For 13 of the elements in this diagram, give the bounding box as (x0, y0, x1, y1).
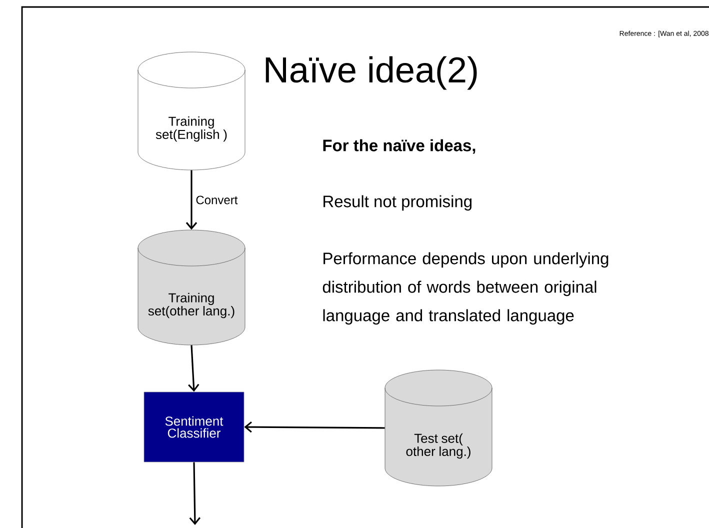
database-cylinder: Training set(other lang.) (138, 230, 246, 346)
bold-heading: For the naïve ideas, (323, 139, 476, 154)
arrow (188, 345, 200, 392)
arrow (244, 421, 385, 433)
body-text: Result not promising (324, 195, 472, 211)
process-box: Sentiment Classifier (144, 392, 244, 462)
edge-label: Convert (194, 194, 239, 206)
database-cylinder: Training set(English ) (138, 52, 246, 170)
arrow (186, 170, 198, 230)
arrow (189, 462, 201, 525)
database-cylinder: Test set( other lang.) (384, 370, 492, 486)
slide-title: Naïve idea(2) (266, 56, 477, 90)
body-paragraph: Performance depends upon underlying distribution of words between original language and translated language (322, 252, 608, 325)
